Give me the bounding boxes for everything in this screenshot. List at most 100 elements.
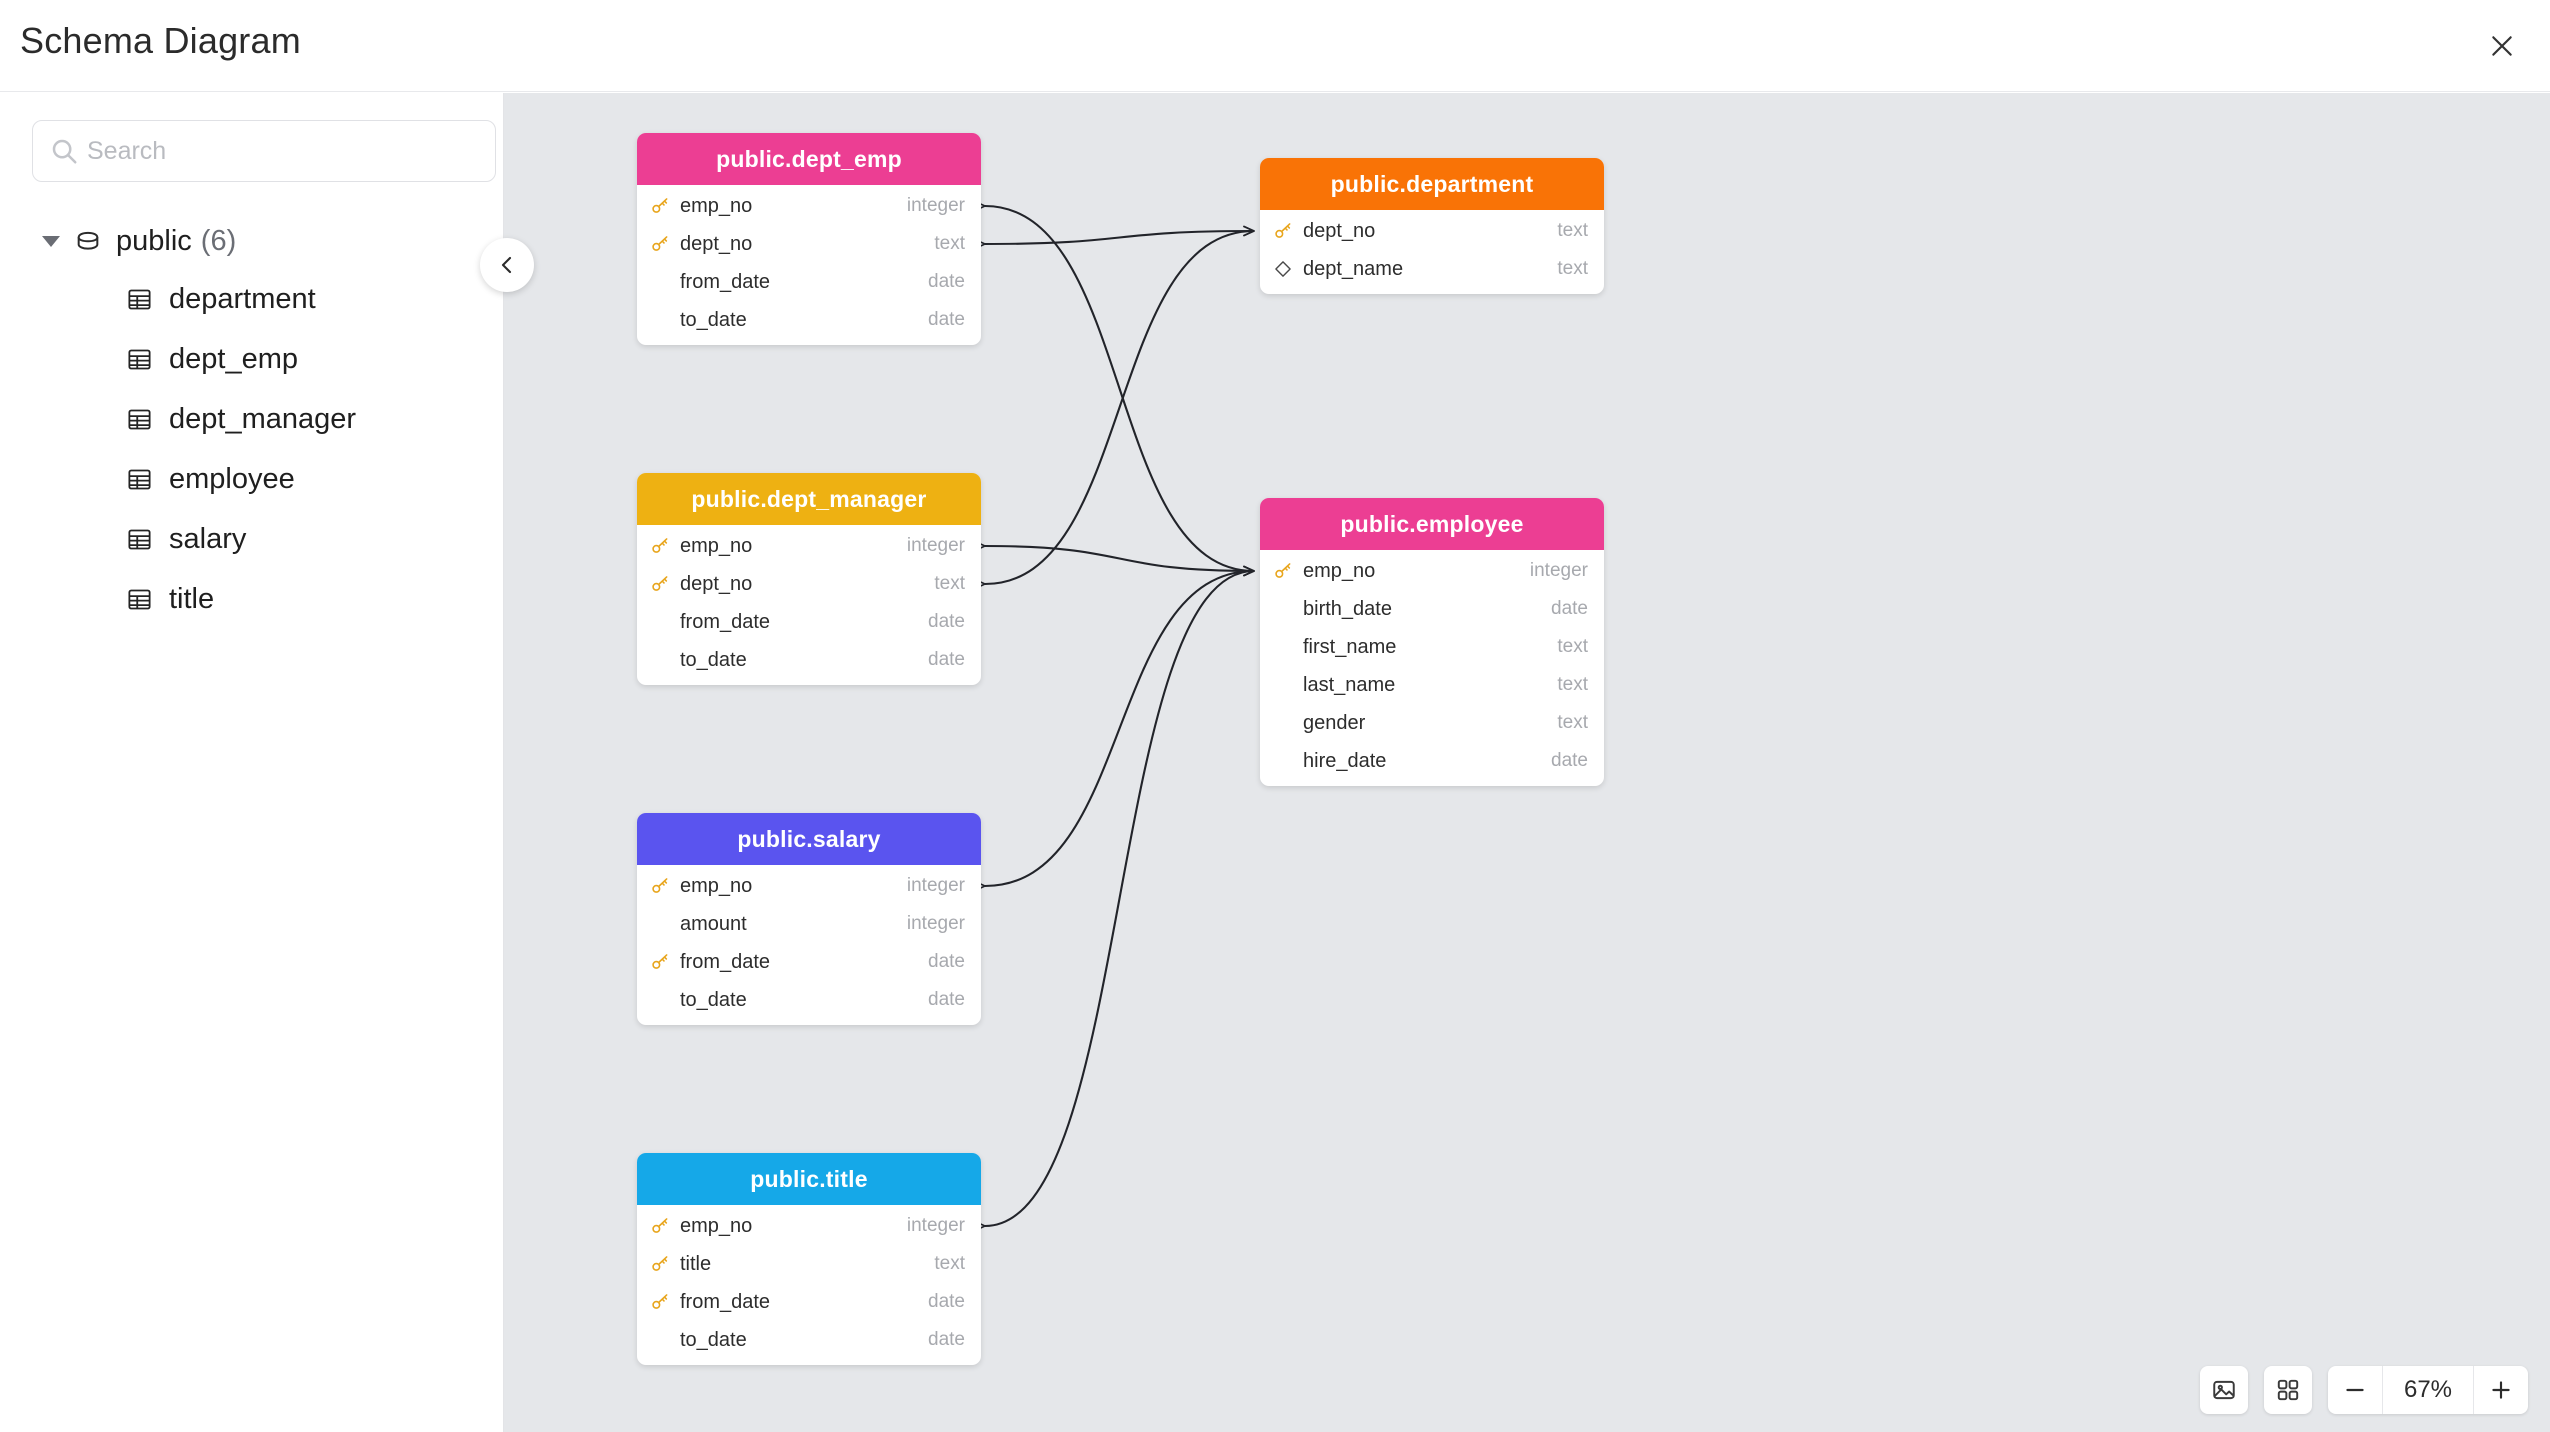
table-node-header[interactable]: public.title <box>637 1153 981 1205</box>
column-row[interactable]: dept_name text <box>1260 250 1604 288</box>
sidebar-item-label: title <box>169 582 215 615</box>
sidebar-item-label: dept_emp <box>169 342 298 375</box>
relationship-edge[interactable] <box>974 200 1255 577</box>
key-icon <box>1275 563 1291 578</box>
column-type: integer <box>906 1215 965 1236</box>
table-node-header[interactable]: public.dept_manager <box>637 473 981 525</box>
sidebar-item-dept_emp[interactable]: dept_emp <box>0 329 504 389</box>
column-row[interactable]: first_name text <box>1260 628 1604 666</box>
column-row[interactable]: emp_no integer <box>637 187 981 225</box>
grid-icon <box>2277 1379 2299 1401</box>
column-name: title <box>680 1252 712 1275</box>
column-type: date <box>928 309 965 330</box>
column-row[interactable]: dept_no text <box>1260 212 1604 250</box>
key-icon <box>652 1294 668 1309</box>
sidebar-item-salary[interactable]: salary <box>0 509 504 569</box>
column-row[interactable]: emp_no integer <box>1260 552 1604 590</box>
column-name: to_date <box>680 1328 747 1351</box>
auto-layout-button[interactable] <box>2264 1366 2312 1414</box>
table-node-body: emp_no integer dept_no text from_date da… <box>637 185 981 345</box>
table-node-body: emp_no integer amount integer from_date … <box>637 865 981 1025</box>
sidebar-item-title[interactable]: title <box>0 569 504 629</box>
zoom-in-button[interactable] <box>2474 1366 2528 1414</box>
key-icon <box>652 954 668 969</box>
column-row[interactable]: hire_date date <box>1260 742 1604 780</box>
zoom-out-button[interactable] <box>2328 1366 2382 1414</box>
table-node-dept_emp[interactable]: public.dept_emp emp_no integer dept_no t… <box>637 133 981 345</box>
column-name: from_date <box>680 610 771 633</box>
column-name: emp_no <box>680 1214 753 1237</box>
column-row[interactable]: emp_no integer <box>637 1207 981 1245</box>
table-node-header[interactable]: public.employee <box>1260 498 1604 550</box>
relationship-edge[interactable] <box>974 565 1255 892</box>
search-input[interactable] <box>87 136 479 166</box>
table-node-salary[interactable]: public.salary emp_no integer amount inte… <box>637 813 981 1025</box>
column-row[interactable]: to_date date <box>637 641 981 679</box>
column-type: integer <box>906 875 965 896</box>
table-icon <box>128 529 151 549</box>
table-icon <box>128 469 151 489</box>
column-row[interactable]: last_name text <box>1260 666 1604 704</box>
column-type: text <box>1557 220 1588 241</box>
column-name: dept_name <box>1303 257 1404 280</box>
relationship-edge[interactable] <box>974 540 1255 577</box>
sidebar-item-department[interactable]: department <box>0 269 504 329</box>
column-row[interactable]: dept_no text <box>637 225 981 263</box>
column-row[interactable]: title text <box>637 1245 981 1283</box>
column-type: date <box>928 649 965 670</box>
column-name: from_date <box>680 950 771 973</box>
relationship-edge[interactable] <box>974 565 1255 1232</box>
window-titlebar: Schema Diagram <box>0 0 2550 92</box>
column-row[interactable]: to_date date <box>637 301 981 339</box>
column-row[interactable]: from_date date <box>637 263 981 301</box>
column-row[interactable]: emp_no integer <box>637 527 981 565</box>
table-icon <box>128 589 151 609</box>
sidebar: public (6) department dept_emp dept_mana… <box>0 93 504 1432</box>
table-node-header[interactable]: public.dept_emp <box>637 133 981 185</box>
key-icon <box>652 236 668 251</box>
sidebar-collapse-button[interactable] <box>480 238 534 292</box>
column-row[interactable]: amount integer <box>637 905 981 943</box>
diagram-canvas[interactable]: public.dept_emp emp_no integer dept_no t… <box>504 93 2550 1432</box>
column-row[interactable]: birth_date date <box>1260 590 1604 628</box>
column-row[interactable]: from_date date <box>637 1283 981 1321</box>
table-node-title[interactable]: public.title emp_no integer title text f… <box>637 1153 981 1365</box>
relationship-edge[interactable] <box>974 225 1255 590</box>
table-node-dept_manager[interactable]: public.dept_manager emp_no integer dept_… <box>637 473 981 685</box>
column-type: integer <box>1529 560 1588 581</box>
database-icon <box>77 231 99 250</box>
column-row[interactable]: from_date date <box>637 943 981 981</box>
sidebar-item-label: dept_manager <box>169 402 357 435</box>
export-image-button[interactable] <box>2200 1366 2248 1414</box>
column-type: text <box>934 573 965 594</box>
sidebar-item-dept_manager[interactable]: dept_manager <box>0 389 504 449</box>
column-name: last_name <box>1303 673 1396 696</box>
column-row[interactable]: dept_no text <box>637 565 981 603</box>
column-type: text <box>1557 636 1588 657</box>
column-name: hire_date <box>1303 749 1387 772</box>
table-icon <box>128 409 151 429</box>
table-node-header[interactable]: public.department <box>1260 158 1604 210</box>
column-type: date <box>928 951 965 972</box>
key-icon <box>652 538 668 553</box>
schema-tree: public (6) department dept_emp dept_mana… <box>0 213 504 629</box>
column-row[interactable]: emp_no integer <box>637 867 981 905</box>
column-row[interactable]: from_date date <box>637 603 981 641</box>
sidebar-item-employee[interactable]: employee <box>0 449 504 509</box>
column-name: from_date <box>680 270 771 293</box>
column-name: dept_no <box>680 232 753 255</box>
search-box[interactable] <box>32 120 496 182</box>
tree-schema-public[interactable]: public (6) <box>0 213 504 269</box>
column-row[interactable]: to_date date <box>637 1321 981 1359</box>
table-node-department[interactable]: public.department dept_no text dept_name… <box>1260 158 1604 294</box>
column-type: text <box>1557 712 1588 733</box>
caret-down-icon[interactable] <box>42 235 60 247</box>
divider <box>2382 1366 2383 1414</box>
column-row[interactable]: to_date date <box>637 981 981 1019</box>
plus-icon <box>2492 1381 2510 1399</box>
table-node-employee[interactable]: public.employee emp_no integer birth_dat… <box>1260 498 1604 786</box>
column-row[interactable]: gender text <box>1260 704 1604 742</box>
minus-icon <box>2346 1388 2364 1392</box>
table-node-header[interactable]: public.salary <box>637 813 981 865</box>
close-button[interactable] <box>2476 20 2528 72</box>
